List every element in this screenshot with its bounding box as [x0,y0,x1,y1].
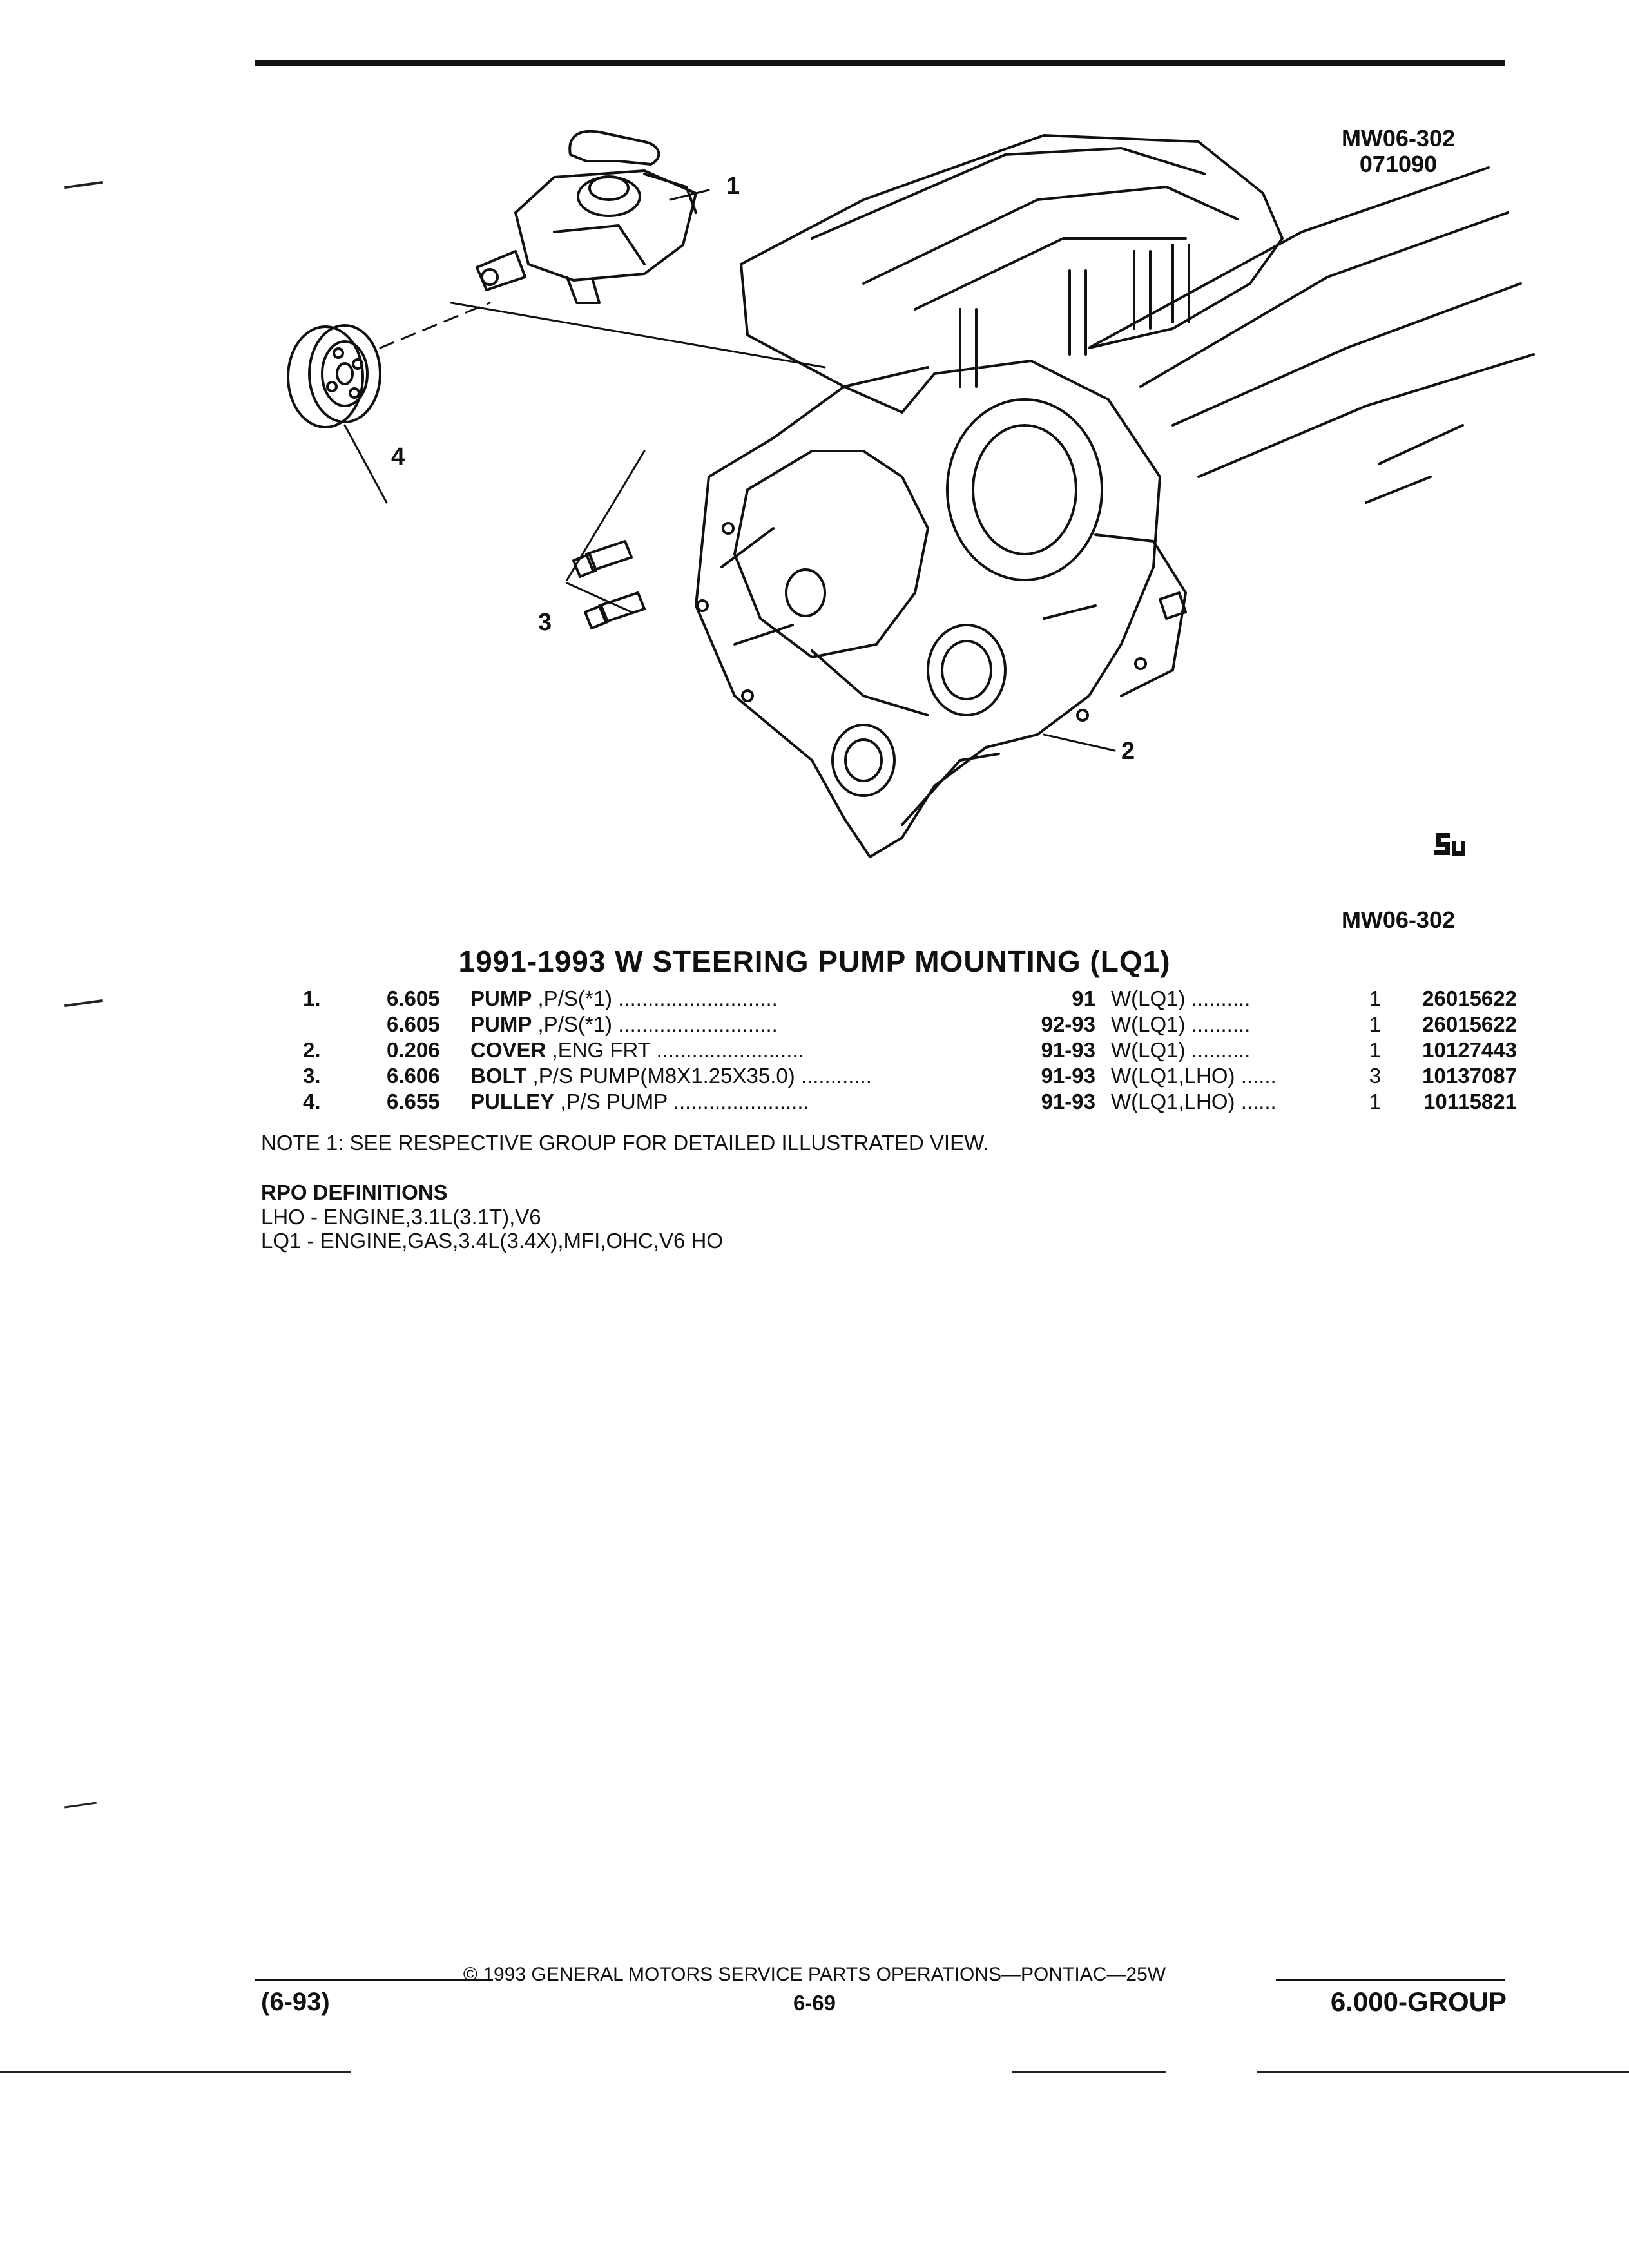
table-row: 6.605 PUMP ,P/S(*1) .....................… [303,1012,1517,1037]
footnote: NOTE 1: SEE RESPECTIVE GROUP FOR DETAILE… [261,1131,989,1155]
figure-code-top-text: MW06-302 [1341,125,1455,151]
group-code: 6.606 [387,1064,440,1088]
figure-code-top: MW06-302 071090 [1342,126,1455,177]
usage: W(LQ1,LHO) ...... [1111,1090,1277,1113]
item-number: 4. [303,1090,321,1113]
scan-line [0,2071,351,2073]
leader-dots: ......................... [650,1038,804,1062]
footer-rule-right [1276,1979,1505,1981]
scan-line [1012,2071,1166,2073]
part-description: PUMP ,P/S(*1) ..........................… [470,986,999,1012]
part-number: 26015622 [1422,1012,1517,1036]
footer-date-code: (6-93) [261,1988,330,2016]
part-description: BOLT ,P/S PUMP(M8X1.25X35.0) ...........… [470,1063,999,1089]
part-number: 10137087 [1422,1064,1517,1088]
part-name: BOLT [470,1064,527,1088]
item-number [303,1012,387,1037]
leader-dots: ........................... [612,1012,778,1036]
bolts-drawing [572,540,1187,629]
table-row: 2. 0.206 COVER ,ENG FRT ..................… [303,1037,1517,1063]
part-description: PULLEY ,P/S PUMP ....................... [470,1089,999,1115]
part-number: 26015622 [1422,986,1517,1010]
rpo-line-lq1: LQ1 - ENGINE,GAS,3.4L(3.4X),MFI,OHC,V6 H… [261,1229,724,1253]
table-row: 1. 6.605 PUMP ,P/S(*1) ...................… [303,986,1517,1012]
figure-date-text: 071090 [1359,151,1438,177]
part-description: PUMP ,P/S(*1) ..........................… [470,1012,999,1037]
item-number: 3. [303,1064,321,1088]
part-number: 10115821 [1423,1090,1517,1113]
table-row: 4. 6.655 PULLEY ,P/S PUMP ................… [303,1089,1517,1115]
item-number: 1. [303,986,321,1010]
binding-mark [64,1802,97,1809]
part-detail: ,P/S(*1) [537,986,613,1010]
part-detail: ,P/S(*1) [537,1012,613,1036]
part-name: PUMP [470,986,532,1010]
binding-mark [64,999,103,1008]
callout-3: 3 [538,609,552,636]
engine-block-drawing [695,134,1535,858]
group-code: 0.206 [387,1038,440,1062]
footer-rule-left [255,1979,493,1981]
callout-2: 2 [1121,738,1135,765]
rpo-line-lho: LHO - ENGINE,3.1L(3.1T),V6 [261,1205,541,1229]
scan-line [1257,2071,1629,2073]
top-rule [255,60,1505,66]
model-years: 92-93 [1041,1012,1095,1036]
model-years: 91-93 [1041,1064,1095,1088]
part-name: COVER [470,1038,546,1062]
leader-dots: ............ [795,1064,872,1088]
callout-1: 1 [726,173,740,200]
rpo-heading: RPO DEFINITIONS [261,1180,448,1204]
footer-page-number: 6-69 [793,1991,836,2015]
part-detail: ,ENG FRT [552,1038,651,1062]
engine-illustration [287,130,1535,858]
quantity: 1 [1369,1090,1382,1113]
usage: W(LQ1) .......... [1111,1038,1251,1062]
footer-group: 6.000-GROUP [1330,1986,1507,2017]
usage: W(LQ1,LHO) ...... [1111,1064,1277,1088]
model-years: 91-93 [1041,1090,1095,1113]
callout-4: 4 [391,443,405,470]
figure-code-bottom: MW06-302 [1341,907,1455,933]
model-years: 91 [1072,986,1095,1010]
leader-dots: ........................... [612,986,778,1010]
table-row: 3. 6.606 BOLT ,P/S PUMP(M8X1.25X35.0) ....… [303,1063,1517,1089]
item-number: 2. [303,1038,321,1062]
steering-pump-drawing [476,130,697,304]
part-number: 10127443 [1422,1038,1517,1062]
quantity: 3 [1369,1064,1382,1088]
quantity: 1 [1369,986,1382,1010]
group-code: 6.605 [387,986,440,1010]
model-years: 91-93 [1041,1038,1095,1062]
copyright: © 1993 GENERAL MOTORS SERVICE PARTS OPER… [463,1964,1166,1985]
su-logo-icon [1434,833,1465,856]
quantity: 1 [1369,1038,1382,1062]
binding-mark [64,180,103,189]
usage: W(LQ1) .......... [1111,986,1251,1010]
section-title: 1991-1993 W STEERING PUMP MOUNTING (LQ1) [458,945,1171,978]
part-name: PULLEY [470,1090,555,1113]
group-code: 6.655 [387,1090,440,1113]
pulley-drawing [287,324,381,428]
quantity: 1 [1369,1012,1382,1036]
part-detail: ,P/S PUMP(M8X1.25X35.0) [532,1064,795,1088]
part-detail: ,P/S PUMP [560,1090,668,1113]
leader-dots: ....................... [667,1090,809,1113]
usage: W(LQ1) .......... [1111,1012,1251,1036]
part-name: PUMP [470,1012,532,1036]
group-code: 6.605 [387,1012,440,1036]
part-description: COVER ,ENG FRT ......................... [470,1037,999,1063]
